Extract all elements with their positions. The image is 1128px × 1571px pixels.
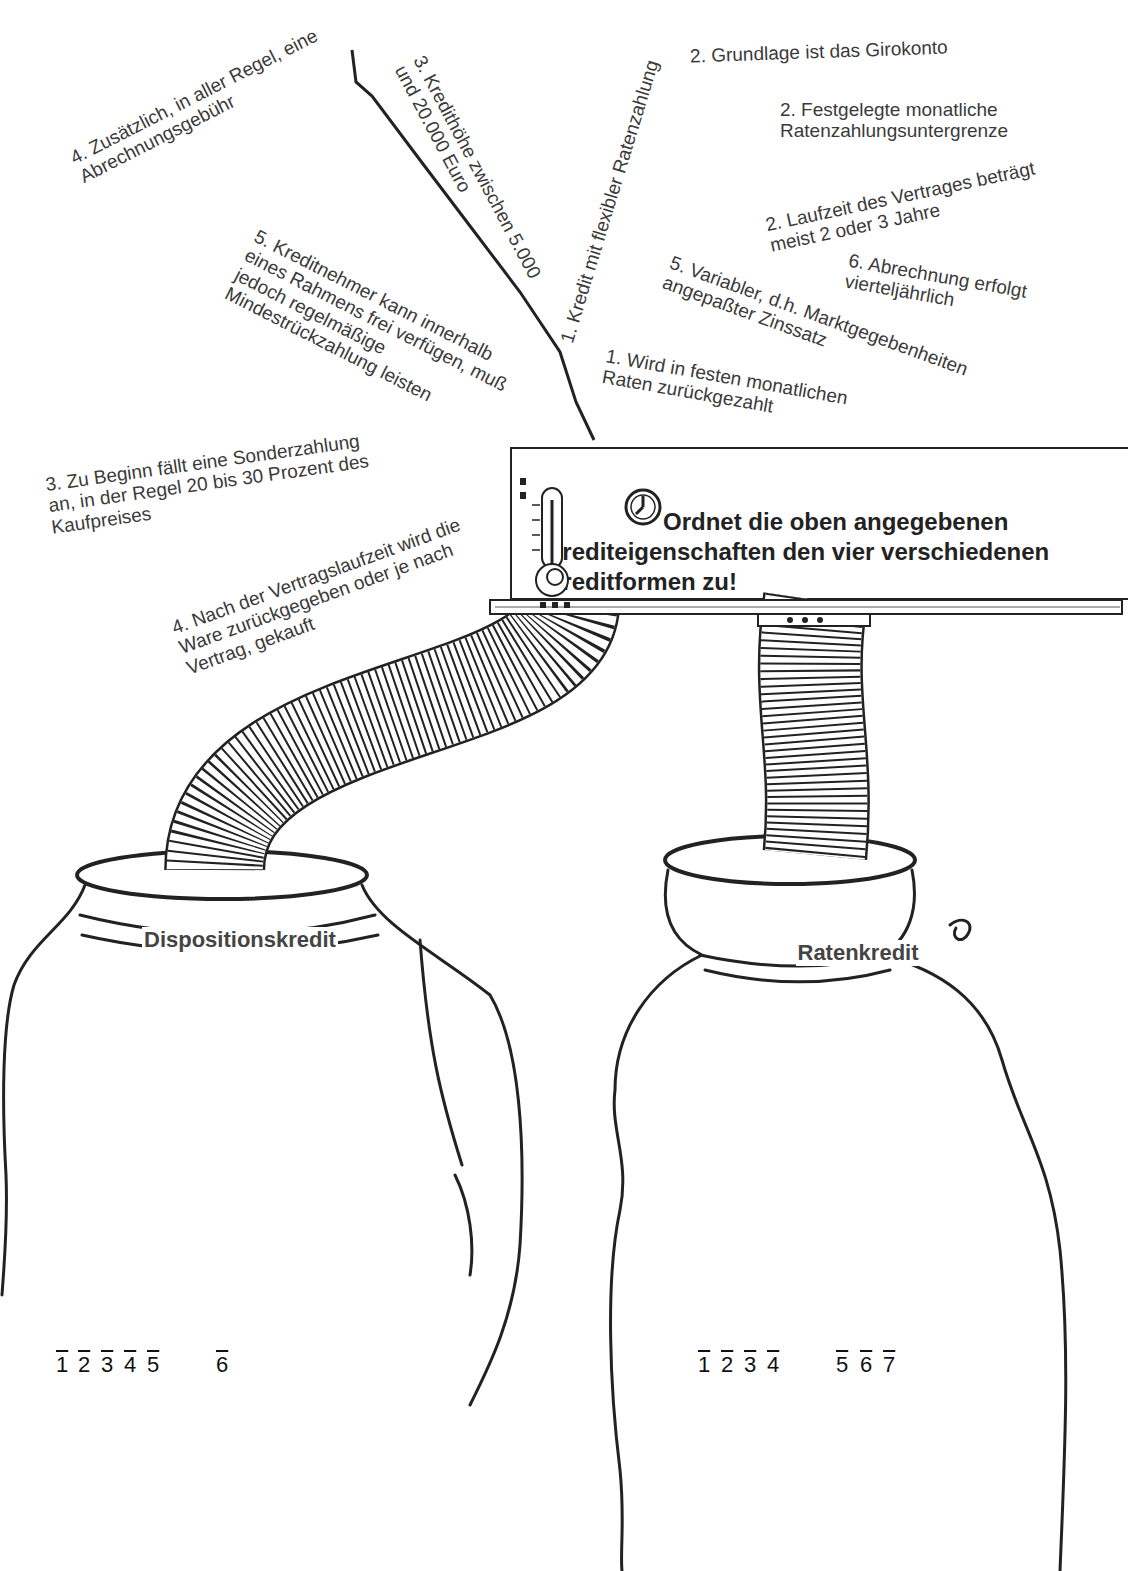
answer-slot-number: 3 [101,1354,113,1376]
credit-property: 2. Festgelegte monatliche Ratenzahlungsu… [780,99,1110,142]
credit-property: 1. Wird in festen monatlichen Raten zurü… [601,345,904,439]
answer-slot-number: 7 [883,1354,895,1376]
instruction-wrap: Ordnet die oben angegebenen Krediteigens… [545,507,1090,597]
hose-ribs [810,600,817,855]
sack-contour [950,920,970,939]
sorting-machine: Ordnet die oben angegebenen Krediteigens… [510,447,1128,600]
credit-property: 6. Abrechnung erfolgt vierteljährlich [843,249,1106,336]
credit-property: 2. Laufzeit des Vertrages beträgt meist … [764,154,1057,256]
answer-slot-number: 1 [698,1354,710,1376]
sack-contour [455,1175,472,1275]
answer-slot-number: 6 [216,1354,228,1376]
answer-slot-number: 2 [78,1354,90,1376]
sack-contour [362,885,522,1405]
answer-slot-number: 2 [721,1354,733,1376]
sack-contour [2,885,85,1295]
answer-slot-number: 4 [767,1354,779,1376]
sack-outline [0,845,530,1420]
sack-contour [882,870,1066,1571]
icon-spacer [545,507,663,535]
answer-slot-number: 5 [147,1354,159,1376]
sack-opening [665,836,915,884]
credit-property: 4. Zusätzlich, in aller Regel, eine Abre… [67,13,354,187]
sack-contour [80,915,375,934]
machine-base [490,600,1122,626]
money-sack: Ratenkredit [590,830,1080,1571]
indicator-light [520,478,526,485]
sack-outline [590,830,1080,1571]
sack-label: Dispositionskredit [142,927,338,953]
money-sack: Dispositionskredit [0,845,530,1420]
sack-contour [705,970,890,982]
sack-contour [82,935,378,952]
sack-label: Ratenkredit [796,940,921,966]
answer-slot-number: 3 [744,1354,756,1376]
sack-contour [420,940,462,1165]
hose-outline [810,600,817,855]
answer-slot-number: 4 [124,1354,136,1376]
thermometer-icon [532,488,568,596]
hose-body [810,600,817,855]
answer-slot-number: 6 [860,1354,872,1376]
hose-body [215,600,570,870]
hose-ribs [215,600,570,870]
hose-outline [215,600,570,870]
answer-slot-number: 5 [836,1354,848,1376]
credit-property: 3. Zu Beginn fällt eine Sonderzahlung an… [44,428,380,537]
answer-slot-number: 1 [56,1354,68,1376]
sack-contour [611,870,702,1571]
sack-opening [77,851,367,899]
indicator-light [520,492,526,499]
credit-property: 2. Grundlage ist das Girokonto [690,30,1120,66]
sack-contour [700,955,885,966]
credit-property: 4. Nach der Vertragslaufzeit wird die Wa… [169,505,501,678]
hose-connector [215,600,570,870]
instruction-text: Ordnet die oben angegebenen Krediteigens… [545,508,1049,595]
hose-connector [810,600,817,855]
separator-line [352,50,594,440]
credit-property: 3. Kredithöhe zwischen 5.000 und 20.000 … [391,51,546,292]
credit-property: 1. Kredit mit flexibler Ratenzahlung [556,0,687,345]
credit-property: 5. Kreditnehmer kann innerhalb eines Rah… [221,225,522,435]
clock-icon [626,490,660,524]
credit-property: 5. Variabler, d.h. Marktgegebenheiten an… [660,251,1050,428]
